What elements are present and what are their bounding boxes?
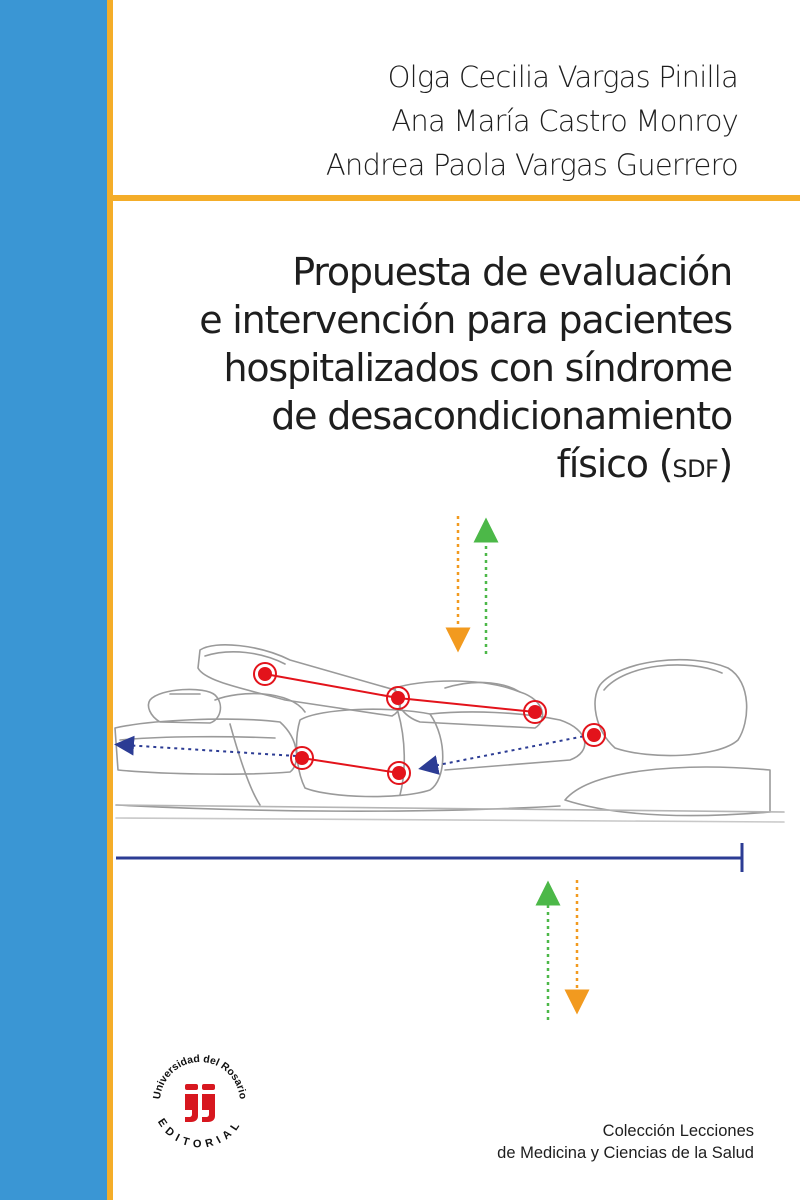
title-abbreviation: SDF xyxy=(672,455,719,483)
author-list: Olga Cecilia Vargas Pinilla Ana María Ca… xyxy=(325,55,739,187)
joint-marker-icon xyxy=(290,746,314,770)
collection-name: Colección Lecciones de Medicina y Cienci… xyxy=(497,1120,754,1164)
joint-marker-icon xyxy=(386,686,410,710)
joint-connections xyxy=(264,673,536,774)
joint-marker-icon xyxy=(523,700,547,724)
title-close-paren: ) xyxy=(718,442,733,486)
joint-marker-icon xyxy=(387,761,411,785)
title-line-3: hospitalizados con síndrome xyxy=(223,346,734,390)
header-rule xyxy=(113,195,800,201)
cover-spine xyxy=(0,0,107,1200)
author-1: Olga Cecilia Vargas Pinilla xyxy=(387,60,739,94)
arrow-left-icon xyxy=(418,734,591,775)
publisher-ring-text: Universidad del Rosario xyxy=(151,1053,249,1100)
mannequin-sketch xyxy=(114,644,785,823)
publisher-imprint-text: EDITORIAL xyxy=(155,1116,245,1150)
book-title: Propuesta de evaluación e intervención p… xyxy=(199,248,734,493)
title-line-5: físico (SDF) xyxy=(199,440,734,493)
title-line-1: Propuesta de evaluación xyxy=(292,250,733,294)
author-2: Ana María Castro Monroy xyxy=(391,104,738,138)
collection-line-2: de Medicina y Ciencias de la Salud xyxy=(497,1144,754,1162)
publisher-logo: Universidad del Rosario EDITORIAL xyxy=(151,1053,249,1151)
title-line-5-main: físico ( xyxy=(556,442,674,486)
title-line-4: de desacondicionamiento xyxy=(271,394,733,438)
collection-line-1: Colección Lecciones xyxy=(602,1122,754,1140)
title-line-2: e intervención para pacientes xyxy=(199,298,733,342)
arrow-left-icon xyxy=(114,735,297,757)
spine-accent-stripe xyxy=(107,0,113,1200)
horizontal-arrows xyxy=(114,734,591,775)
joint-markers xyxy=(253,662,606,785)
author-3: Andrea Paola Vargas Guerrero xyxy=(325,148,739,182)
joint-marker-icon xyxy=(253,662,277,686)
joint-marker-icon xyxy=(582,723,606,747)
crest-icon xyxy=(185,1084,215,1122)
